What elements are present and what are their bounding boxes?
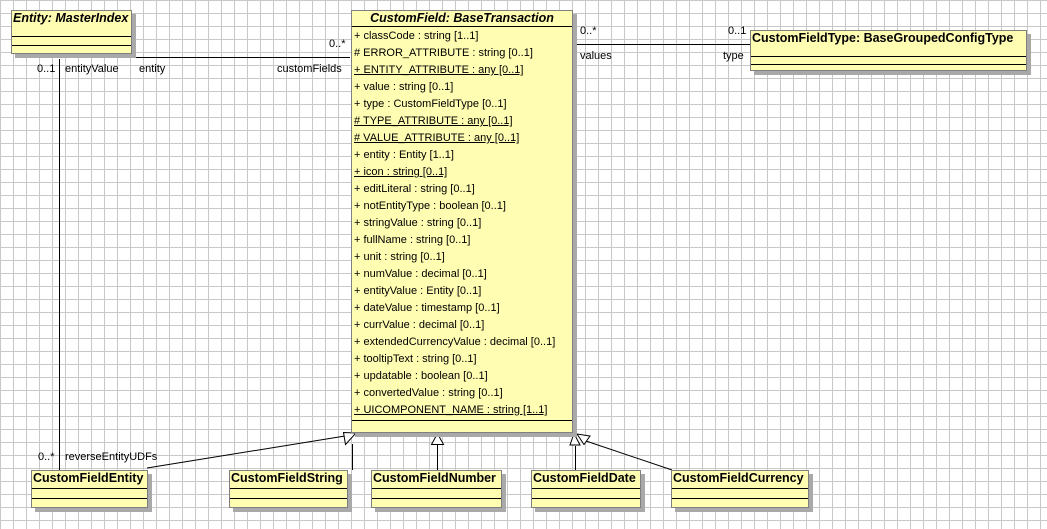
attribute-row[interactable]: + unit : string [0..1] <box>354 251 445 263</box>
compartment-divider <box>32 488 147 489</box>
attribute-row[interactable]: + entityValue : Entity [0..1] <box>354 285 482 297</box>
generalization-line-currency <box>585 440 673 471</box>
attribute-row[interactable]: + UICOMPONENT_NAME : string [1..1] <box>354 404 548 416</box>
compartment-divider <box>230 488 347 489</box>
generalization-line-entity <box>146 435 346 469</box>
multiplicity-label: 0..* <box>329 38 346 50</box>
compartment-divider <box>12 45 131 46</box>
attribute-row[interactable]: + updatable : boolean [0..1] <box>354 370 488 382</box>
attribute-row[interactable]: + ENTITY_ATTRIBUTE : any [0..1] <box>354 64 524 76</box>
compartment-divider <box>751 64 1026 65</box>
class-custom-field-string[interactable]: CustomFieldString <box>229 470 348 508</box>
compartment-divider <box>372 498 501 499</box>
class-name: CustomFieldString <box>231 471 343 485</box>
compartment-divider <box>32 498 147 499</box>
generalization-arrowhead-center <box>430 432 445 445</box>
generalization-arrowhead-right <box>569 432 581 446</box>
attribute-row[interactable]: + dateValue : timestamp [0..1] <box>354 302 500 314</box>
class-name: CustomFieldNumber <box>373 471 496 485</box>
attribute-list: + classCode : string [1..1] # ERROR_ATTRI… <box>352 27 572 419</box>
attribute-row[interactable]: + classCode : string [1..1] <box>354 30 479 42</box>
compartment-divider <box>751 56 1026 57</box>
role-label: customFields <box>277 63 342 75</box>
attribute-row[interactable]: + stringValue : string [0..1] <box>354 217 482 229</box>
compartment-divider <box>230 498 347 499</box>
class-custom-field-number[interactable]: CustomFieldNumber <box>371 470 502 508</box>
attribute-row[interactable]: + editLiteral : string [0..1] <box>354 183 475 195</box>
attribute-row[interactable]: + type : CustomFieldType [0..1] <box>354 98 507 110</box>
multiplicity-label: 0..* <box>580 25 597 37</box>
class-name: CustomFieldDate <box>533 471 636 485</box>
generalization-arrowhead-left <box>342 431 358 446</box>
attribute-row[interactable]: # TYPE_ATTRIBUTE : any [0..1] <box>354 115 513 127</box>
class-custom-field-currency[interactable]: CustomFieldCurrency <box>671 470 809 508</box>
compartment-divider <box>12 36 131 37</box>
class-custom-field-entity[interactable]: CustomFieldEntity <box>31 470 148 508</box>
role-label: values <box>580 50 612 62</box>
multiplicity-label: 0..1 <box>37 63 56 75</box>
compartment-divider <box>352 26 572 27</box>
compartment-divider <box>352 420 572 421</box>
role-label: reverseEntityUDFs <box>65 451 158 463</box>
class-name: CustomFieldEntity <box>33 471 144 485</box>
role-label: type <box>723 50 744 62</box>
compartment-divider <box>672 498 808 499</box>
attribute-row[interactable]: + fullName : string [0..1] <box>354 234 471 246</box>
multiplicity-label: 0..1 <box>728 25 747 37</box>
attribute-row[interactable]: # VALUE_ATTRIBUTE : any [0..1] <box>354 132 520 144</box>
generalization-arrowhead-currency <box>575 433 591 446</box>
class-custom-field-date[interactable]: CustomFieldDate <box>531 470 641 508</box>
attribute-row[interactable]: + convertedValue : string [0..1] <box>354 387 503 399</box>
class-custom-field-type[interactable]: CustomFieldType: BaseGroupedConfigType <box>750 30 1027 71</box>
attribute-row[interactable]: + currValue : decimal [0..1] <box>354 319 485 331</box>
attribute-row[interactable]: + tooltipText : string [0..1] <box>354 353 477 365</box>
class-name: CustomField: BaseTransaction <box>370 11 554 25</box>
compartment-divider <box>532 498 640 499</box>
class-name: CustomFieldCurrency <box>673 471 804 485</box>
compartment-divider <box>372 488 501 489</box>
class-name: Entity: MasterIndex <box>13 11 129 25</box>
attribute-row[interactable]: + notEntityType : boolean [0..1] <box>354 200 506 212</box>
role-label: entityValue <box>65 63 119 75</box>
attribute-row[interactable]: + icon : string [0..1] <box>354 166 448 178</box>
class-name: CustomFieldType: BaseGroupedConfigType <box>752 31 1014 45</box>
multiplicity-label: 0..* <box>38 451 55 463</box>
attribute-row[interactable]: # ERROR_ATTRIBUTE : string [0..1] <box>354 47 533 59</box>
association-entity-customfields[interactable] <box>130 55 350 58</box>
class-custom-field[interactable]: CustomField: BaseTransaction + classCode… <box>351 10 573 433</box>
attribute-row[interactable]: + value : string [0..1] <box>354 81 454 93</box>
attribute-row[interactable]: + numValue : decimal [0..1] <box>354 268 487 280</box>
attribute-row[interactable]: + extendedCurrencyValue : decimal [0..1] <box>354 336 556 348</box>
compartment-divider <box>672 488 808 489</box>
compartment-divider <box>532 488 640 489</box>
class-master-index[interactable]: Entity: MasterIndex <box>11 10 132 54</box>
role-label: entity <box>139 63 166 75</box>
attribute-row[interactable]: + entity : Entity [1..1] <box>354 149 454 161</box>
